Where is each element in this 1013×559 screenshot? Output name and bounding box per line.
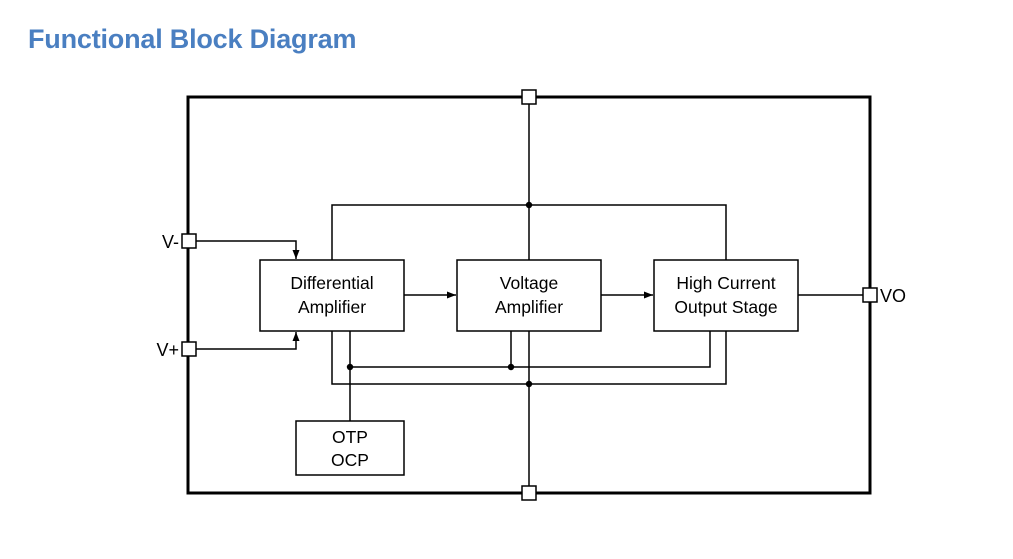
v-minus-line: [196, 240, 300, 259]
voltage-amplifier-label-1: Voltage: [500, 273, 558, 293]
output-stage-block: High Current Output Stage: [653, 259, 799, 332]
diagram-title: Functional Block Diagram: [28, 24, 357, 54]
protection-label-otp: OTP: [332, 427, 368, 447]
differential-amplifier-label-2: Amplifier: [298, 297, 366, 317]
bottom-rail-inner: [349, 331, 711, 368]
top-junction: [525, 201, 533, 209]
protection-label-ocp: OCP: [331, 450, 369, 470]
pin-v-minus: [181, 233, 197, 249]
pin-label-vo: VO: [880, 286, 906, 306]
pin-bottom: [521, 485, 537, 501]
voltage-amplifier-block: Voltage Amplifier: [456, 259, 602, 332]
pin-top: [521, 89, 537, 105]
pin-vo: [862, 287, 878, 303]
inner-junction-mid: [507, 363, 515, 371]
pin-label-v-minus: V-: [162, 232, 179, 252]
differential-amplifier-label-1: Differential: [290, 273, 373, 293]
output-stage-label-2: Output Stage: [674, 297, 777, 317]
differential-amplifier-block: Differential Amplifier: [259, 259, 405, 332]
bottom-junction: [525, 380, 533, 388]
voltage-amplifier-label-2: Amplifier: [495, 297, 563, 317]
pin-v-plus: [181, 341, 197, 357]
output-stage-label-1: High Current: [676, 273, 775, 293]
pin-label-v-plus: V+: [156, 340, 179, 360]
v-plus-line: [196, 332, 300, 350]
protection-block: OTP OCP: [295, 420, 405, 476]
